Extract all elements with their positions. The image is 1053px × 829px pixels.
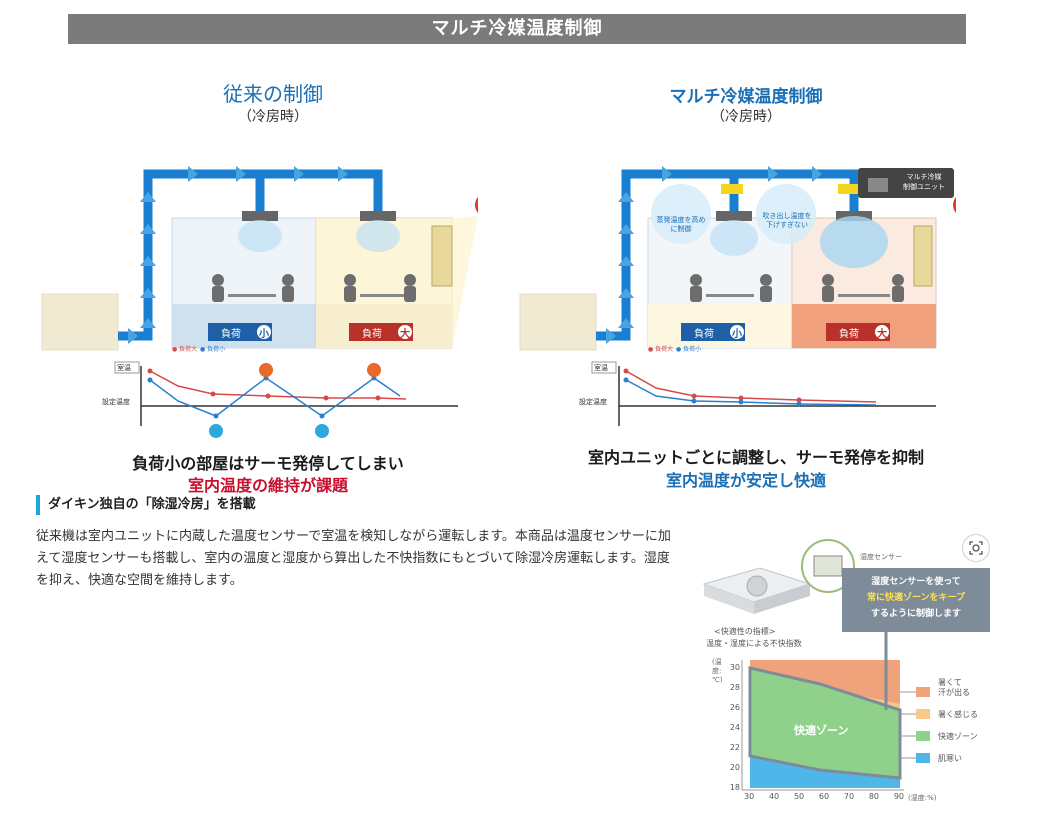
humidity-sensor-label: 湿度センサー [860,553,902,561]
legend-hot-sweaty: 暑くて 汗が出る [938,678,970,698]
y-tick: 28 [729,683,740,692]
axis-set-temp-label: 設定温度 [102,398,130,406]
y-tick: 26 [729,703,740,712]
comfort-chart-x-ticks: 30 40 50 60 70 80 90 [744,792,904,801]
load-large-badge: 大 [877,329,887,340]
conventional-control-panel: 従来の制御 （冷房時） 負荷 小 負荷 大 ● 負荷大 ● 負荷小 室温 設定温… [38,66,478,496]
x-tick: 60 [818,792,830,801]
multi-refrigerant-caption-line1: 室内ユニットごとに調整し、サーモ発停を抑制 [587,448,924,467]
x-tick: 30 [744,792,755,801]
comfort-chart-xlabel: (湿度:%) [908,794,937,802]
legend-load-large: ● 負荷大 [172,346,198,353]
load-large-label: 負荷 [362,329,382,340]
comfort-callout-line2: 常に快適ゾーンをキープ [866,593,965,603]
load-small-badge: 小 [259,329,269,340]
multi-refrigerant-diagram [519,166,956,426]
legend-hot-sweaty-line2: 汗が出る [938,688,970,697]
bubble-right-text: 吹き出し温度を下げすぎない [762,212,812,229]
y-tick: 18 [729,783,740,792]
control-unit-label-line1: マルチ冷媒 [906,173,942,181]
x-tick: 50 [793,792,805,801]
x-tick: 80 [868,792,880,801]
comfort-callout-line3: するように制御します [870,609,961,619]
control-unit-label-line2: 制御ユニット [903,183,945,191]
legend-chilly: 肌寒い [938,754,962,763]
legend-comfort-zone: 快適ゾーン [938,732,978,741]
load-small-badge: 小 [732,329,742,340]
multi-refrigerant-caption-line2: 室内温度が安定し快適 [665,471,826,490]
legend-load-small: ● 負荷小 [200,346,226,353]
comfort-chart-area: 湿度センサー 湿度センサーを使って 常に快適ゾーンをキープ するように制御します… [700,532,1000,812]
x-tick: 40 [768,792,780,801]
conventional-subheading: （冷房時） [238,109,308,125]
legend-feels-hot: 暑く感じる [938,710,978,719]
axis-room-temp-label: 室温 [594,364,608,372]
load-large-badge: 大 [400,329,410,340]
conventional-caption-line1: 負荷小の部屋はサーモ発停してしまい [132,454,404,473]
comfort-index-subtitle: 温度・湿度による不快指数 [706,639,802,648]
comfort-chart-y-ticks: 30 28 26 24 22 20 18 [728,658,740,798]
comfort-chart-ylabel: (温度:℃) [712,658,723,684]
page-title: マルチ冷媒温度制御 [68,14,966,44]
lens-icon [969,541,983,555]
conventional-control-diagram [41,166,478,438]
comfort-zone-label: 快適ゾーン [794,724,849,737]
y-tick: 30 [729,663,740,672]
load-small-label: 負荷 [221,329,241,340]
y-tick: 24 [729,723,740,732]
y-tick: 22 [729,743,740,752]
legend-load-large: ● 負荷大 [648,346,674,353]
section-body-text: 従来機は室内ユニットに内蔵した温度センサーで室温を検知しながら運転します。本商品… [36,529,671,588]
comfort-chart-graphic [702,539,990,791]
axis-room-temp-label: 室温 [117,364,131,372]
x-tick: 90 [893,792,904,801]
multi-refrigerant-subheading: （冷房時） [711,109,781,125]
multi-refrigerant-heading: マルチ冷媒温度制御 [669,87,823,107]
y-tick: 20 [729,763,740,772]
legend-load-small: ● 負荷小 [676,346,702,353]
conventional-caption-line2: 室内温度の維持が課題 [187,476,348,495]
legend-hot-sweaty-line1: 暑くて [938,678,962,687]
axis-set-temp-label: 設定温度 [579,398,607,406]
image-search-icon[interactable] [962,534,990,562]
bubble-left-text: 蒸発温度を高めに制御 [656,216,706,233]
conventional-heading: 従来の制御 [223,82,323,106]
load-large-label: 負荷 [839,329,859,340]
x-tick: 70 [843,792,855,801]
comfort-callout-line1: 湿度センサーを使って [871,577,961,587]
comfort-callout: 湿度センサーを使って 常に快適ゾーンをキープ するように制御します [842,574,990,622]
section-heading: ダイキン独自の「除湿冷房」を搭載 [36,495,256,515]
control-unit-label: マルチ冷媒 制御ユニット [894,172,954,192]
load-small-label: 負荷 [694,329,714,340]
comfort-index-title: <快適性の指標> [714,627,776,636]
multi-refrigerant-control-panel: マルチ冷媒温度制御 （冷房時） 蒸発温度を高めに制御 吹き出し温度を下げすぎない… [516,66,956,496]
